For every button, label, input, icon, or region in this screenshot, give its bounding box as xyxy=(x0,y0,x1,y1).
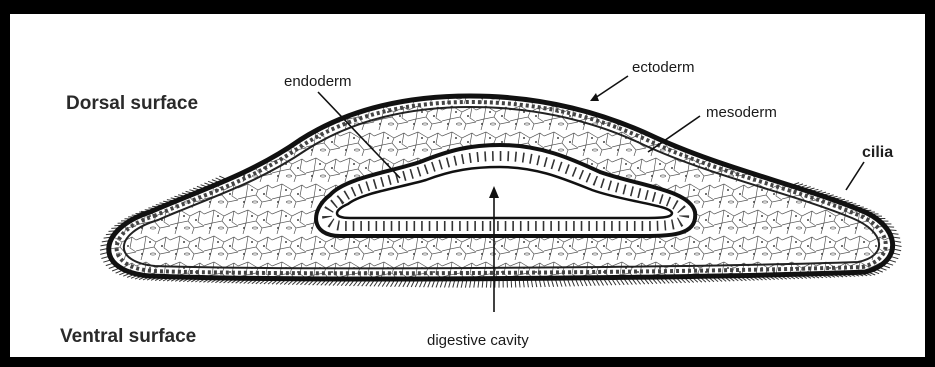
cilia-label: cilia xyxy=(862,144,893,161)
mesoderm-label: mesoderm xyxy=(706,104,777,121)
ventral-surface-label: Ventral surface xyxy=(60,326,196,347)
digestive-cavity-label: digestive cavity xyxy=(427,332,529,349)
dorsal-surface-label: Dorsal surface xyxy=(66,93,198,114)
cilia-leader xyxy=(846,162,864,190)
endoderm-label: endoderm xyxy=(284,73,352,90)
ectoderm-leader xyxy=(592,76,628,100)
ectoderm-label: ectoderm xyxy=(632,59,695,76)
